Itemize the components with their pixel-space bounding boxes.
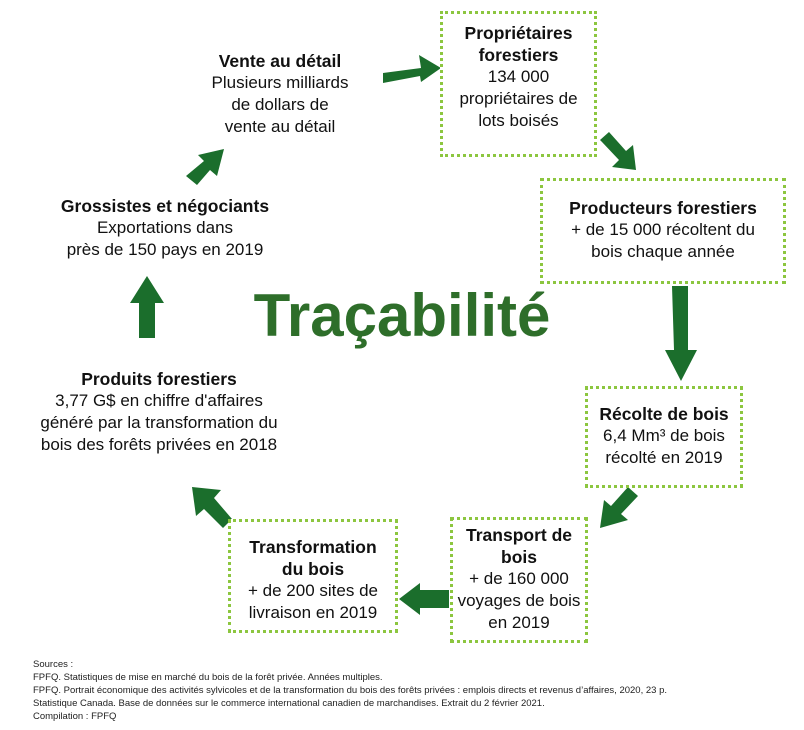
node-title: Transport de bois — [466, 525, 572, 567]
source-line: FPFQ. Portrait économique des activités … — [33, 685, 667, 696]
arrow-producteurs-to-recolte — [665, 286, 697, 381]
node-title: Produits forestiers — [81, 369, 237, 389]
node-produits: Produits forestiers 3,77 G$ en chiffre d… — [0, 368, 318, 456]
node-producteurs: Producteurs forestiers + de 15 000 récol… — [540, 178, 786, 284]
node-description: + de 160 000 voyages de bois en 2019 — [457, 569, 581, 632]
sources-block: Sources : FPFQ. Statistiques de mise en … — [33, 658, 667, 723]
node-title: Propriétaires forestiers — [464, 23, 573, 65]
node-description: Plusieurs milliards de dollars de vente … — [211, 73, 349, 136]
source-line: Statistique Canada. Base de données sur … — [33, 698, 545, 709]
node-transport: Transport de bois + de 160 000 voyages d… — [450, 517, 588, 643]
node-title: Vente au détail — [218, 51, 342, 71]
arrow-produits-to-grossistes — [130, 276, 164, 338]
node-recolte: Récolte de bois 6,4 Mm³ de bois récolté … — [585, 386, 743, 488]
node-title: Producteurs forestiers — [569, 198, 757, 218]
sources-heading: Sources : — [33, 659, 74, 670]
node-vente: Vente au détail Plusieurs milliards de d… — [180, 50, 380, 138]
arrow-transport-to-transformation — [399, 583, 449, 615]
arrow-transformation-to-produits — [192, 487, 232, 528]
node-title: Transformation du bois — [249, 537, 377, 579]
node-title: Récolte de bois — [599, 404, 729, 424]
diagram-title: Traçabilité — [253, 282, 551, 349]
node-description: 6,4 Mm³ de bois récolté en 2019 — [603, 426, 725, 467]
node-description: + de 200 sites de livraison en 2019 — [248, 581, 378, 622]
node-transformation: Transformation du bois + de 200 sites de… — [228, 519, 398, 633]
arrow-grossistes-to-vente — [186, 149, 224, 185]
node-description: 134 000 propriétaires de lots boisés — [459, 67, 578, 130]
arrow-recolte-to-transport — [600, 487, 638, 528]
node-proprietaires: Propriétaires forestiers 134 000 proprié… — [440, 11, 597, 157]
compilation-line: Compilation : FPFQ — [33, 711, 117, 722]
node-description: Exportations dans près de 150 pays en 20… — [66, 218, 264, 259]
node-description: + de 15 000 récoltent du bois chaque ann… — [571, 220, 755, 261]
source-line: FPFQ. Statistiques de mise en marché du … — [33, 672, 383, 683]
node-title: Grossistes et négociants — [60, 196, 270, 216]
arrow-vente-to-proprietaires — [383, 55, 441, 83]
node-description: 3,77 G$ en chiffre d'affaires généré par… — [40, 391, 278, 454]
arrow-proprietaires-to-producteurs — [600, 132, 636, 170]
node-grossistes: Grossistes et négociants Exportations da… — [20, 195, 310, 261]
